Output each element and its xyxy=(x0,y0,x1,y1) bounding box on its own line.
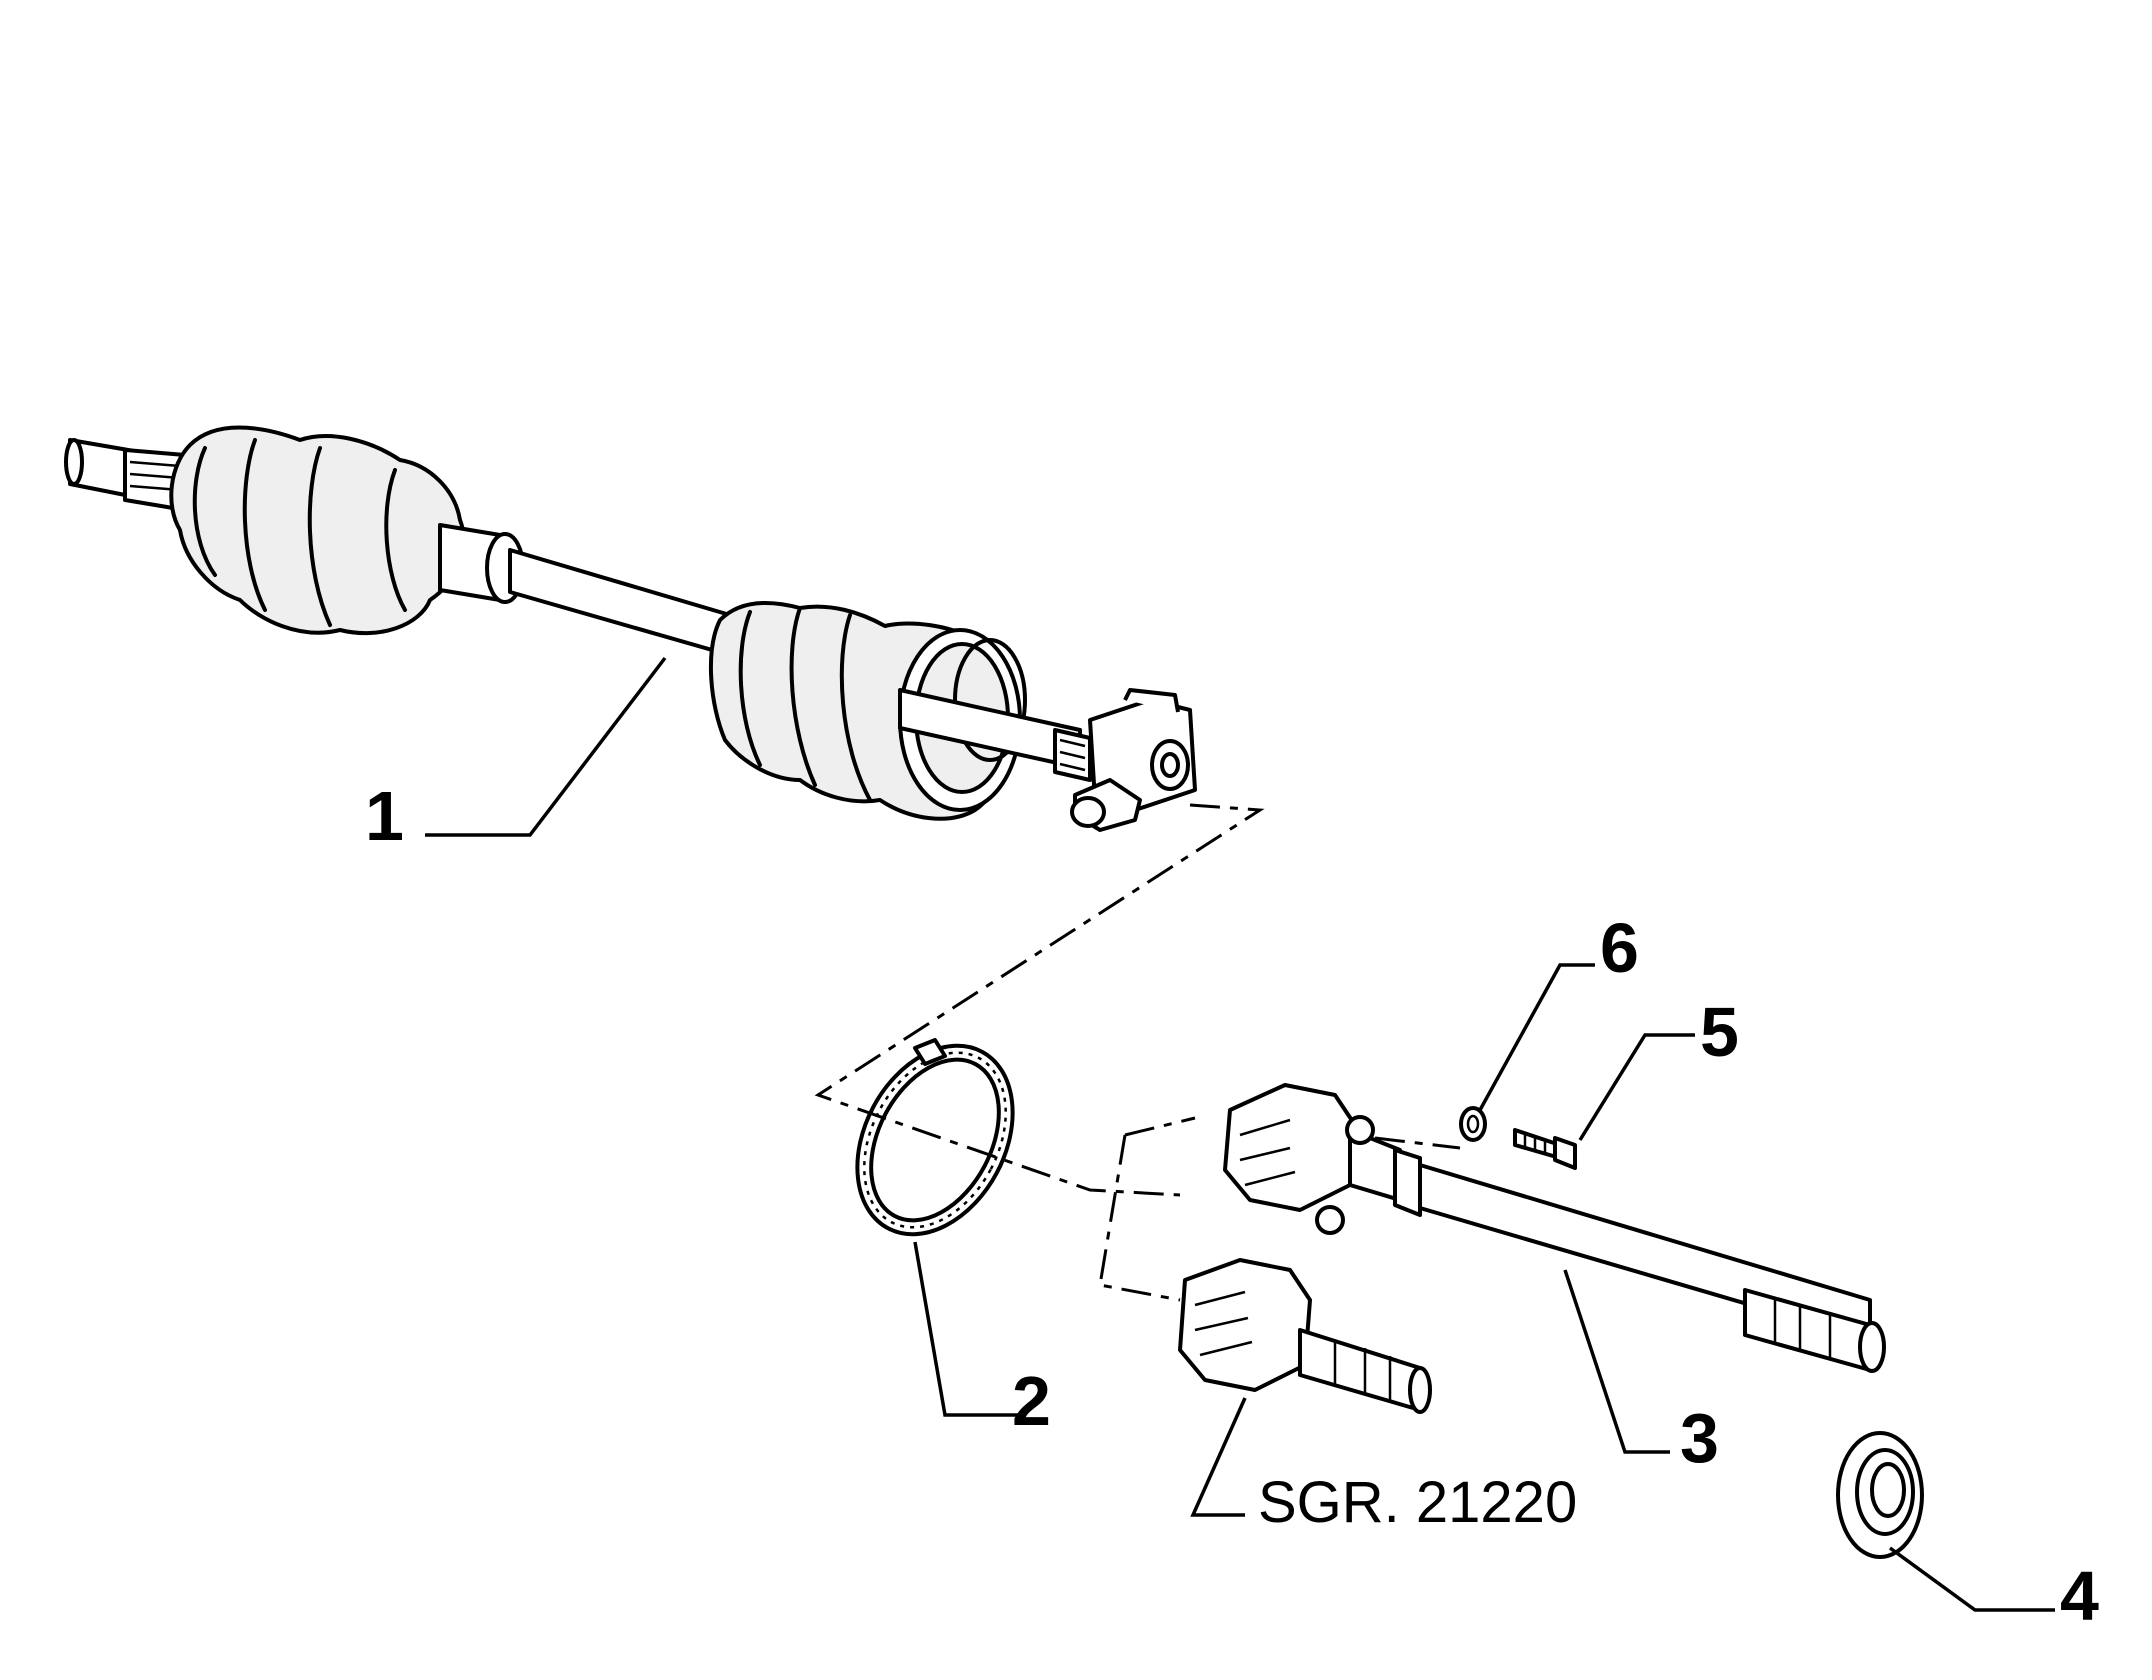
alternative-inner-joint xyxy=(1178,1258,1432,1414)
leader-4 xyxy=(1888,1546,2055,1612)
washer xyxy=(1459,1106,1487,1142)
leader-ref xyxy=(1190,1397,1247,1517)
leader-2 xyxy=(913,1241,1020,1417)
outer-cv-boot xyxy=(169,425,525,636)
inner-cv-boot xyxy=(708,601,1027,821)
reference-label: SGR. 21220 xyxy=(1258,1470,1577,1535)
leader-lines xyxy=(425,656,2055,1612)
main-shaft xyxy=(508,548,742,660)
drive-shaft-assembly xyxy=(64,425,1197,832)
callout-6: 6 xyxy=(1600,909,1639,987)
leader-6 xyxy=(1478,963,1595,1111)
tripod-spider xyxy=(1053,688,1197,832)
inner-joint-shaft xyxy=(1223,1083,1886,1373)
leader-1 xyxy=(425,656,667,837)
boot-clamp xyxy=(855,1038,1015,1237)
callout-1: 1 xyxy=(365,777,404,855)
bolt xyxy=(1513,1128,1577,1170)
callout-3: 3 xyxy=(1680,1399,1719,1477)
leader-5 xyxy=(1578,1033,1695,1141)
leader-3 xyxy=(1563,1269,1670,1454)
callout-4: 4 xyxy=(2060,1557,2099,1635)
assembly-lines xyxy=(814,803,1461,1302)
callout-5: 5 xyxy=(1700,993,1739,1071)
outer-splined-stub xyxy=(64,438,187,512)
callout-2: 2 xyxy=(1012,1362,1051,1440)
sealing-ring xyxy=(1836,1431,1924,1559)
